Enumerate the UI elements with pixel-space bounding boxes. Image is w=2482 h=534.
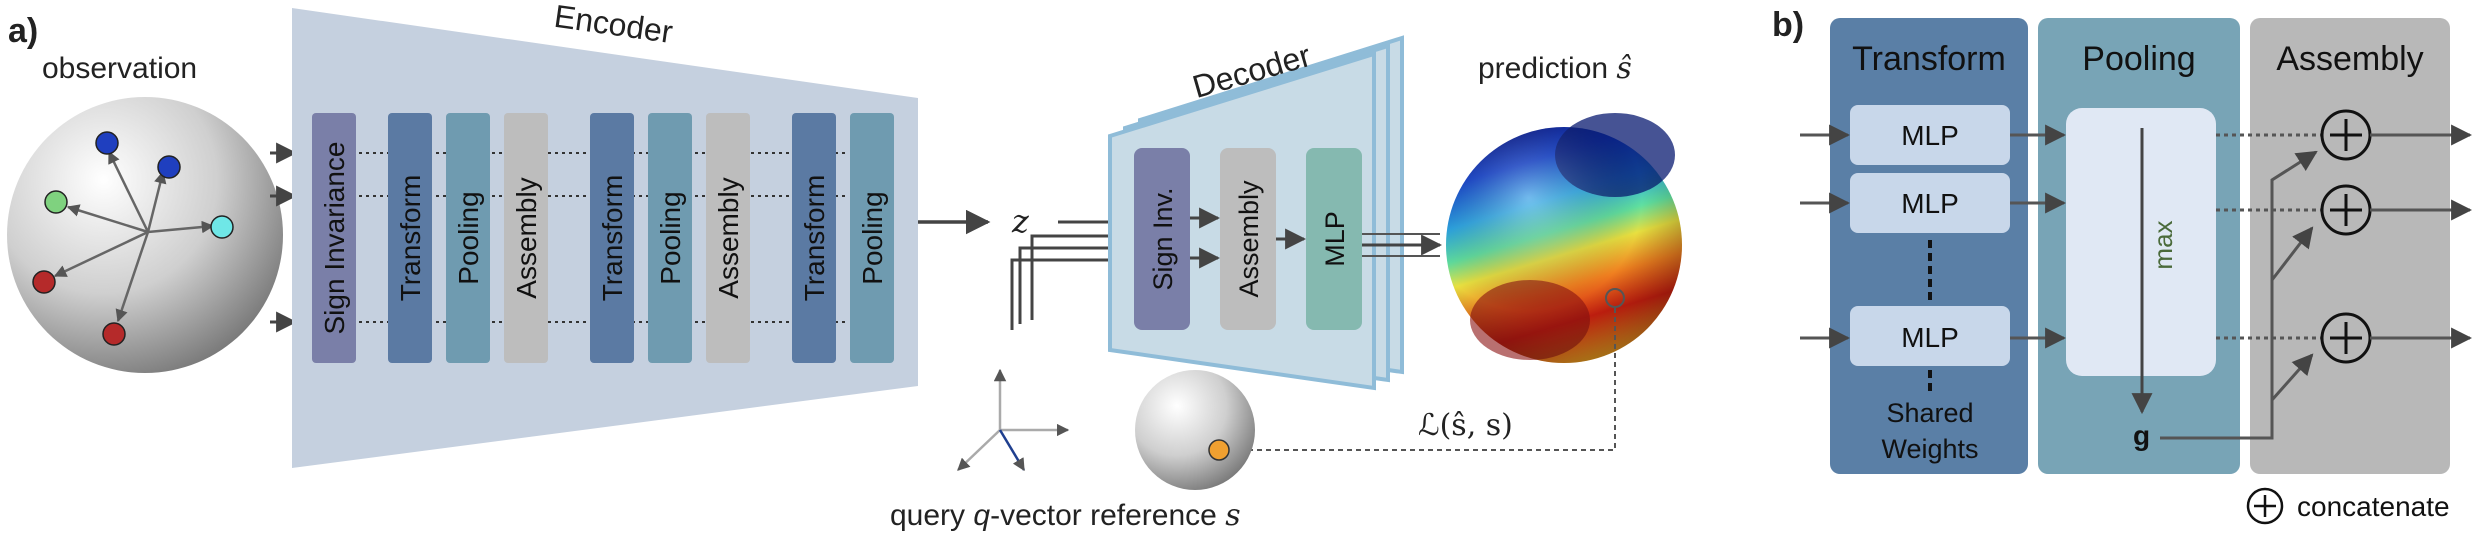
mlp-label-1: MLP (1901, 120, 1959, 151)
observation-sphere (7, 97, 283, 373)
query-reference-label: query q-vector reference s (890, 498, 1241, 533)
encoder-block-label-pooling-2: Pooling (655, 191, 686, 284)
node-cyan (210, 215, 234, 239)
encoder-block-transform-2: Transform (590, 113, 634, 363)
node-red-2 (102, 322, 126, 346)
decoder-sign-inv-block: Sign Inv. (1134, 148, 1190, 330)
node-blue-1 (95, 131, 119, 155)
encoder-block-label-sign-invariance: Sign Invariance (319, 141, 350, 334)
pooling-dotted-lines (2216, 133, 2322, 340)
encoder-block-label-assembly-1: Assembly (511, 177, 542, 298)
encoder-block-label-pooling-1: Pooling (453, 191, 484, 284)
mlp-box-1: MLP (1850, 105, 2010, 165)
node-red-1 (32, 270, 56, 294)
g-broadcast-path (2160, 150, 2318, 440)
encoder-block-pooling-2: Pooling (648, 113, 692, 363)
decoder-assembly-label: Assembly (1234, 180, 1264, 298)
encoder-block-transform-1: Transform (388, 113, 432, 363)
encoder-label: Encoder (552, 0, 675, 50)
panel-b-label: b) (1772, 6, 1804, 44)
shared-weights-line2: Weights (1881, 434, 1978, 464)
mlp-box-3: MLP (1850, 306, 2010, 366)
encoder-blocks: Sign Invariance Transform Pooling Assembly T… (312, 113, 894, 363)
assembly-output-arrows (2370, 124, 2473, 349)
decoder-internal-arrows (1190, 207, 1443, 269)
decoder-assembly-block: Assembly (1220, 148, 1276, 330)
mlp-label-2: MLP (1901, 188, 1959, 219)
node-green (44, 190, 68, 214)
prediction-sphere (1446, 113, 1682, 363)
encoder-block-label-assembly-2: Assembly (713, 177, 744, 298)
decoder-output-lines (1362, 233, 1440, 257)
encoder-block-label-transform-3: Transform (799, 175, 830, 302)
encoder-input-arrows (270, 142, 298, 333)
encoder-block-assembly-2: Assembly (706, 113, 750, 363)
assembly-panel (2250, 18, 2450, 474)
panel-a-label: a) (8, 12, 38, 50)
transform-title: Transform (1852, 40, 2006, 78)
loss-path (1234, 308, 1616, 455)
node-blue-2 (157, 155, 181, 179)
axes-icon (957, 368, 1070, 472)
decoder-sign-inv-label: Sign Inv. (1148, 187, 1178, 290)
encoder-block-label-pooling-3: Pooling (857, 191, 888, 284)
mlp-label-3: MLP (1901, 322, 1959, 353)
z-label: z (1011, 202, 1030, 240)
decoder-mlp-label: MLP (1320, 211, 1350, 267)
g-label: g (2133, 420, 2150, 451)
encoder-block-pooling-1: Pooling (446, 113, 490, 363)
encoder-block-pooling-3: Pooling (850, 113, 894, 363)
mlp-to-pooling-arrows (2010, 124, 2067, 349)
pooling-title: Pooling (2082, 40, 2195, 78)
prediction-label: prediction ŝ (1478, 51, 1632, 86)
max-label: max (2148, 220, 2178, 269)
encoder-block-label-transform-2: Transform (597, 175, 628, 302)
shared-weights-line1: Shared (1886, 398, 1973, 428)
loss-label: ℒ(ŝ, s) (1418, 408, 1513, 443)
decoder-mlp-block: MLP (1306, 148, 1362, 330)
encoder-block-transform-3: Transform (792, 113, 836, 363)
reference-sphere (1135, 370, 1255, 490)
observation-label: observation (42, 52, 197, 85)
concatenate-legend-icon (2246, 487, 2284, 525)
encoder-block-assembly-1: Assembly (504, 113, 548, 363)
encoder-block-label-transform-1: Transform (395, 175, 426, 302)
concatenate-label: concatenate (2297, 491, 2450, 522)
encoder-block-sign-invariance: Sign Invariance (312, 113, 356, 363)
assembly-title: Assembly (2276, 40, 2423, 78)
transform-input-arrows (1800, 124, 1851, 349)
mlp-box-2: MLP (1850, 173, 2010, 233)
